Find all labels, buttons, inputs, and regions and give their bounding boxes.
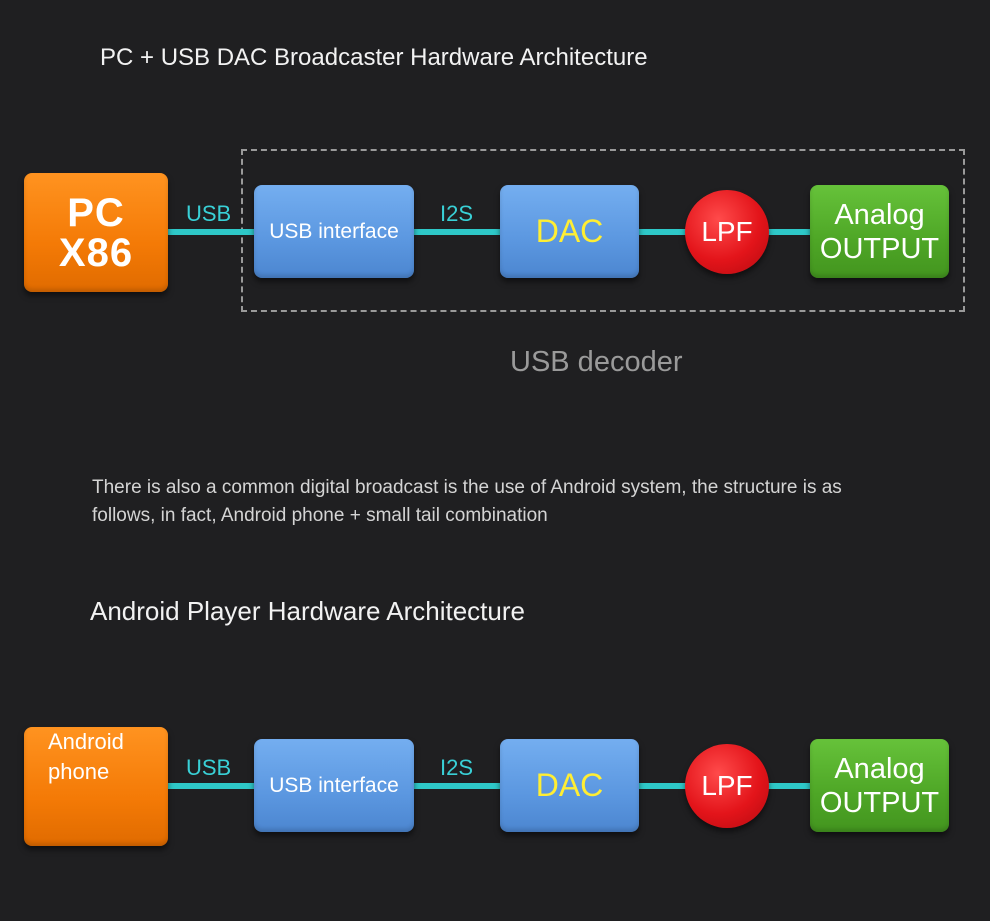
pc-output-line1: Analog: [834, 198, 925, 231]
android-output-line2: OUTPUT: [819, 786, 940, 819]
android-i2s-connector: [412, 783, 502, 789]
android-dac-box: DAC: [500, 739, 639, 832]
pc-lpf-output-connector: [768, 229, 810, 235]
android-lpf-circle: LPF: [685, 744, 769, 828]
android-i2s-link-label: I2S: [440, 755, 474, 780]
android-usb-link-label: USB: [186, 755, 232, 780]
pc-dac-lpf-connector: [638, 229, 686, 235]
android-phone-box: Android phone: [24, 727, 168, 846]
android-architecture-title: Android Player Hardware Architecture: [90, 596, 525, 626]
usb-decoder-label: USB decoder: [510, 346, 683, 378]
android-dac-lpf-connector: [638, 783, 686, 789]
android-source-line2: phone: [48, 759, 110, 784]
android-source-line1: Android: [48, 729, 124, 754]
pc-dac-box: DAC: [500, 185, 639, 278]
pc-source-line2: X86: [58, 230, 134, 275]
pc-lpf-circle: LPF: [685, 190, 769, 274]
android-output-line1: Analog: [834, 752, 925, 785]
android-usb-connector: [168, 783, 256, 789]
pc-architecture-title: PC + USB DAC Broadcaster Hardware Archit…: [100, 44, 648, 71]
pc-usb-connector: [168, 229, 256, 235]
pc-source-line1: PC: [67, 190, 125, 235]
android-lpf-output-connector: [768, 783, 810, 789]
pc-analog-output-box: Analog OUTPUT: [810, 185, 949, 278]
pc-i2s-link-label: I2S: [440, 201, 474, 226]
pc-x86-box: PC X86: [24, 173, 168, 292]
android-usb-interface-box: USB interface: [254, 739, 414, 832]
pc-i2s-connector: [412, 229, 502, 235]
pc-output-line2: OUTPUT: [819, 232, 940, 265]
description-paragraph: There is also a common digital broadcast…: [92, 477, 842, 526]
pc-usb-interface-box: USB interface: [254, 185, 414, 278]
pc-usb-link-label: USB: [186, 201, 232, 226]
android-analog-output-box: Analog OUTPUT: [810, 739, 949, 832]
